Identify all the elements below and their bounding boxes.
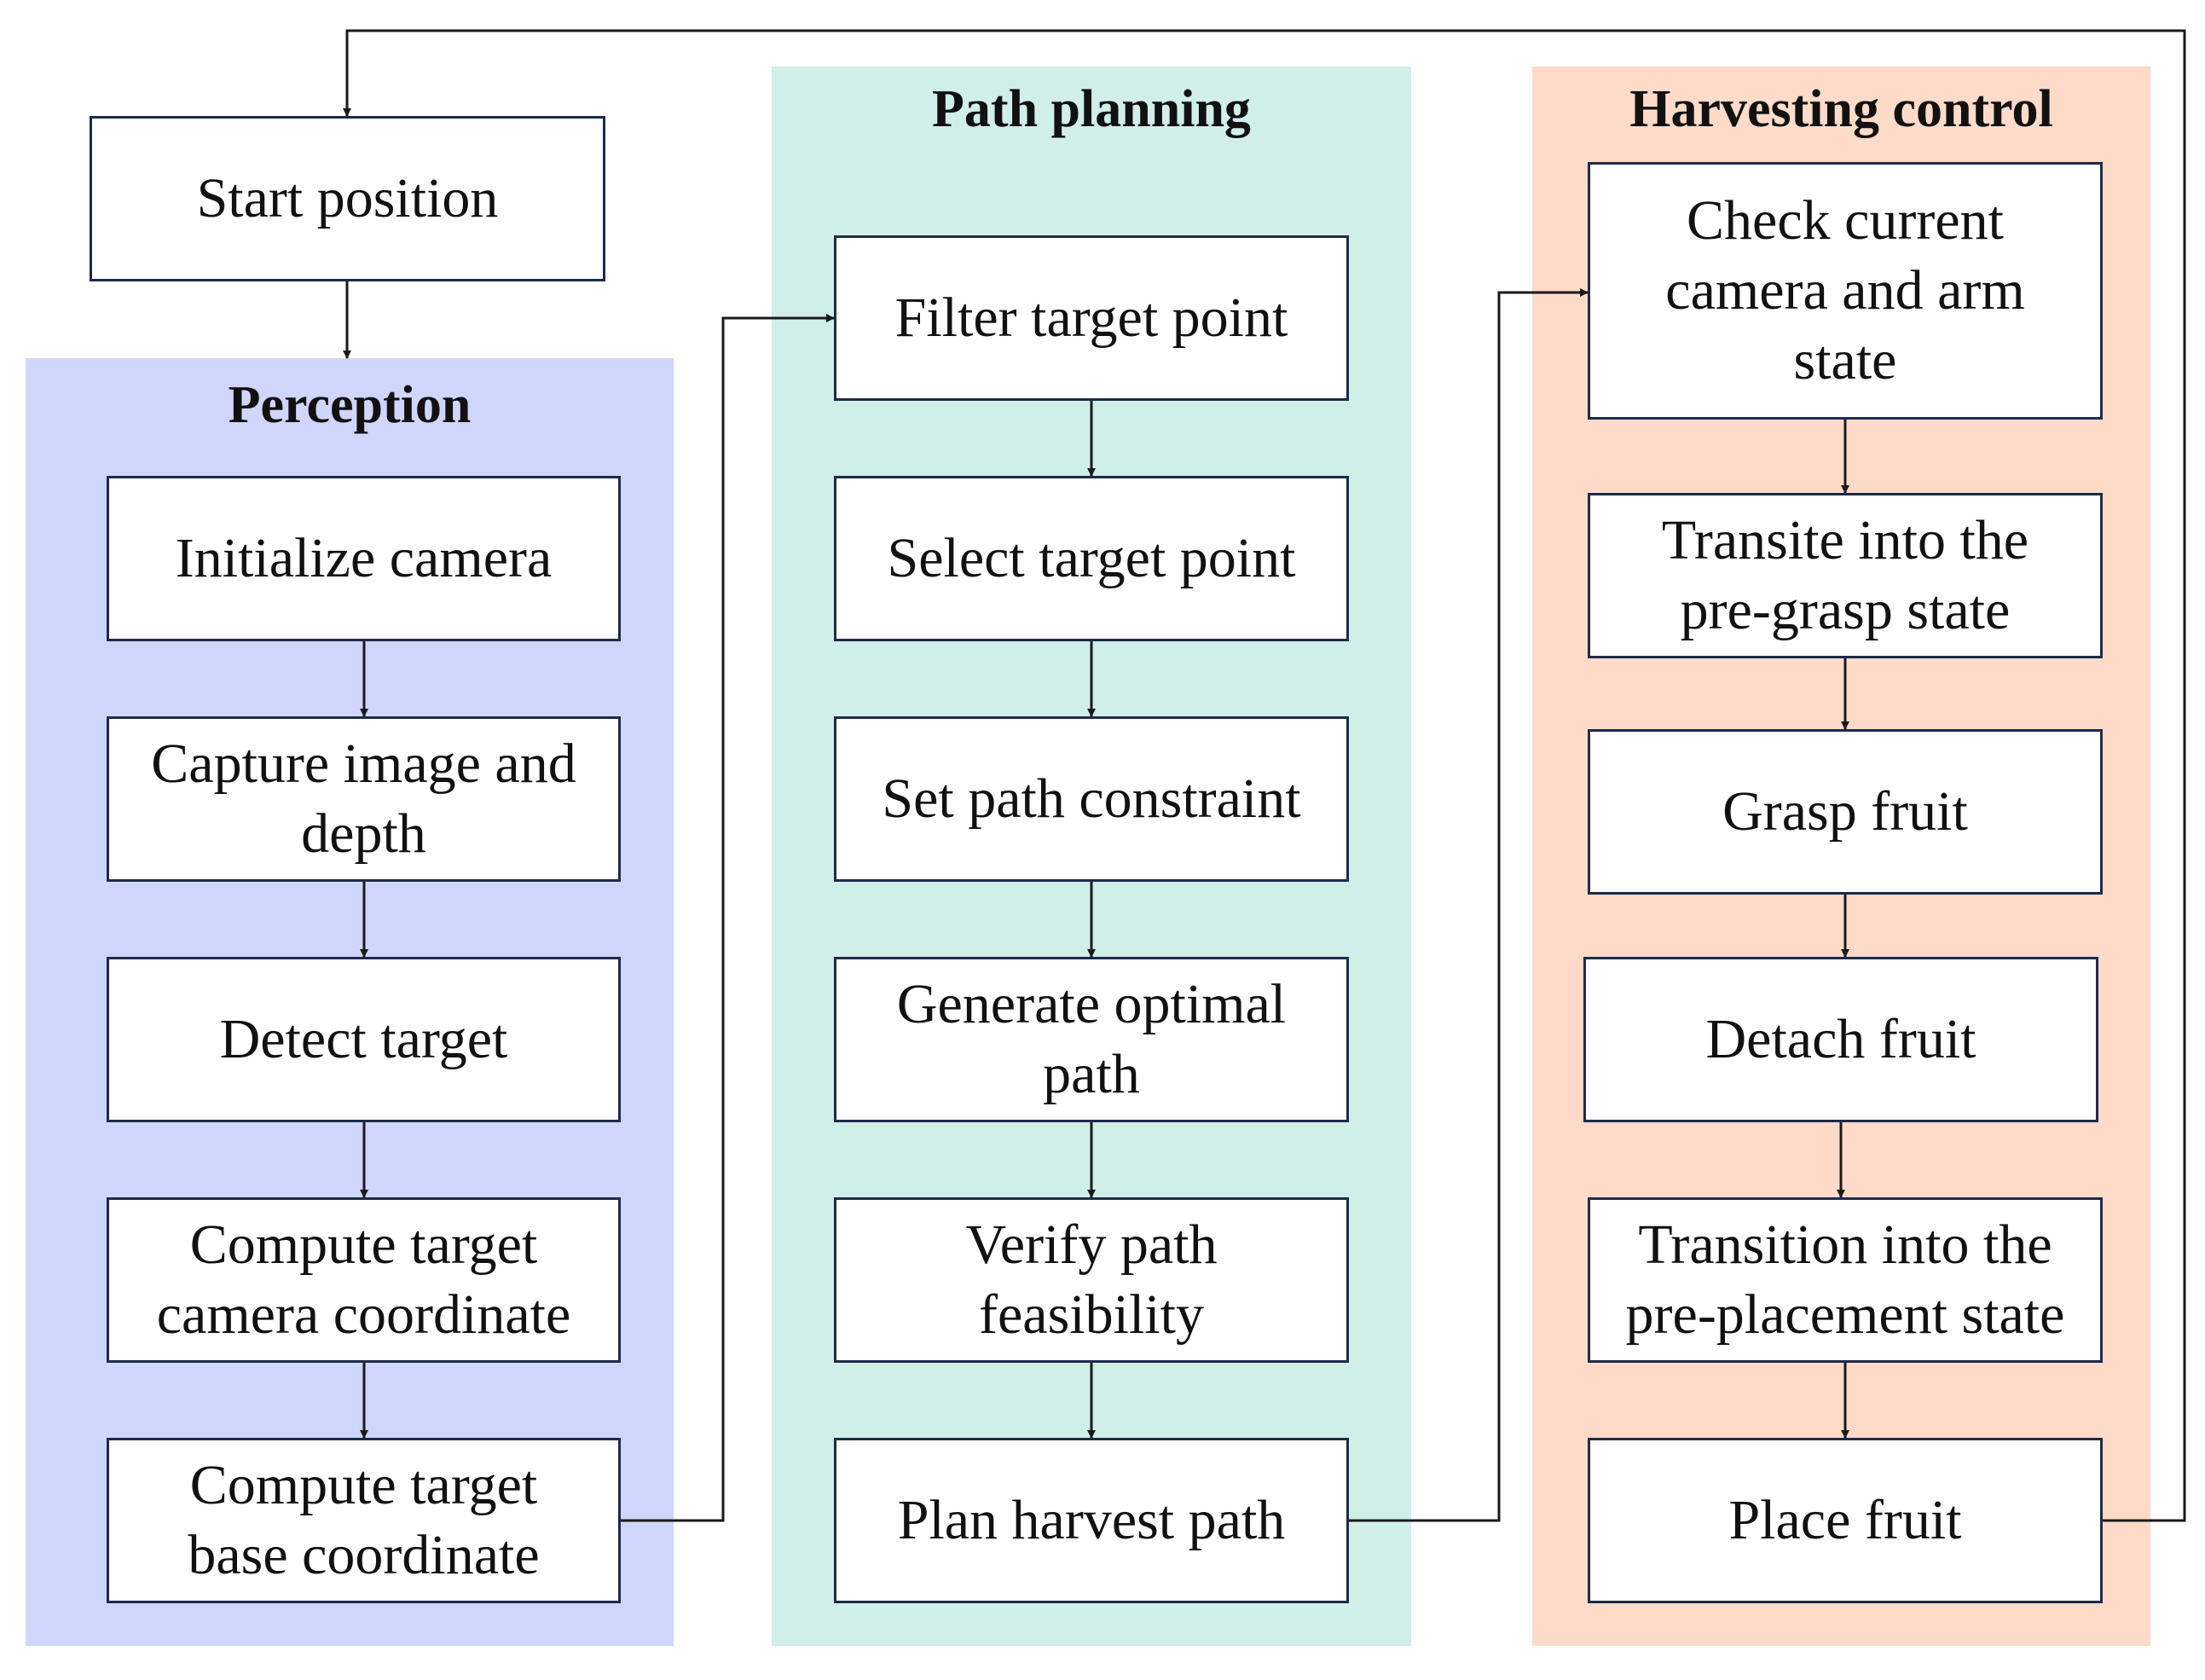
step-compute-target-camera-coordinate: Compute target camera coordinate bbox=[107, 1197, 621, 1363]
step-generate-optimal-path: Generate optimal path bbox=[834, 957, 1349, 1122]
perception-title: Perception bbox=[228, 376, 472, 434]
arrow-path-to-harvesting bbox=[1349, 288, 1589, 1522]
step-check-current-camera-and-arm-state: Check current camera and arm state bbox=[1588, 162, 2103, 420]
step-place-fruit: Place fruit bbox=[1588, 1438, 2103, 1603]
harvesting-control-title: Harvesting control bbox=[1629, 80, 2053, 138]
step-grasp-fruit: Grasp fruit bbox=[1588, 729, 2103, 895]
step-compute-target-base-coordinate: Compute target base coordinate bbox=[107, 1438, 621, 1603]
step-transition-into-pre-placement-state: Transition into the pre-placement state bbox=[1588, 1197, 2103, 1363]
step-set-path-constraint: Set path constraint bbox=[834, 716, 1349, 882]
step-verify-path-feasibility: Verify path feasibility bbox=[834, 1197, 1349, 1363]
step-capture-image-and-depth: Capture image and depth bbox=[107, 716, 621, 882]
step-transite-into-pre-grasp-state: Transite into the pre-grasp state bbox=[1588, 493, 2103, 658]
step-detach-fruit: Detach fruit bbox=[1583, 957, 2098, 1122]
step-select-target-point: Select target point bbox=[834, 476, 1349, 641]
step-detect-target: Detect target bbox=[107, 957, 621, 1122]
start-position-box: Start position bbox=[90, 116, 605, 281]
arrow-perception-to-path-planning bbox=[621, 314, 835, 1522]
step-plan-harvest-path: Plan harvest path bbox=[834, 1438, 1349, 1603]
step-initialize-camera: Initialize camera bbox=[107, 476, 621, 641]
step-filter-target-point: Filter target point bbox=[834, 235, 1349, 401]
path-planning-title: Path planning bbox=[932, 80, 1251, 138]
arrow-loop-to-start bbox=[343, 29, 2186, 1522]
